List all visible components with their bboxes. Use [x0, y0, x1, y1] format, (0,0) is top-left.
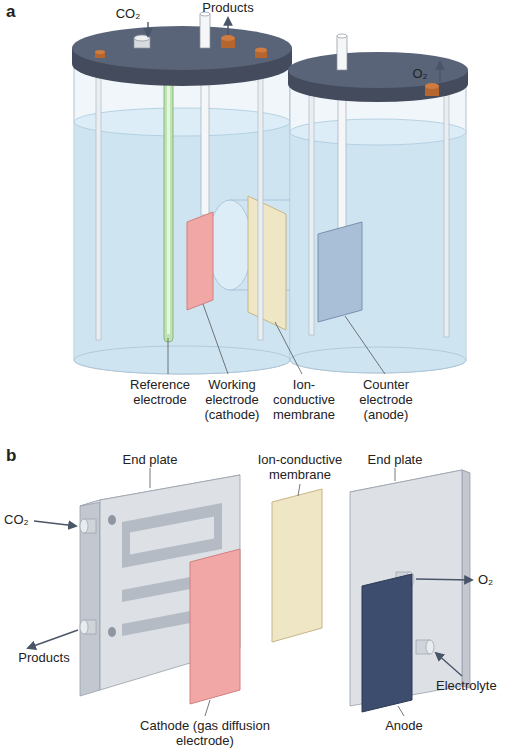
left-end-plate — [122, 530, 130, 564]
leader-line — [205, 700, 210, 716]
anode-plate — [362, 574, 412, 712]
leader-line — [168, 338, 169, 374]
left-cell — [74, 60, 290, 374]
flow-label: Products — [4, 650, 84, 665]
flow-arrow — [227, 18, 228, 35]
electrode-rods — [309, 70, 314, 335]
leader-line — [395, 468, 396, 481]
right-end-plate — [426, 640, 434, 654]
left-cell — [74, 346, 290, 374]
membrane-sheet — [272, 489, 322, 642]
part-label: Anode — [374, 718, 434, 733]
left-end-plate — [108, 627, 116, 637]
part-label: Reference electrode — [122, 377, 198, 407]
electrode-rods — [444, 72, 449, 337]
part-label: End plate — [105, 452, 195, 467]
lid-ports — [255, 48, 267, 53]
flow-arrow — [439, 62, 440, 82]
lid-ports — [200, 14, 210, 48]
left-end-plate — [80, 519, 88, 533]
lid-ports — [425, 83, 439, 89]
left-end-plate — [80, 620, 88, 634]
gas-diffusion-electrode — [190, 549, 240, 704]
right-cell — [290, 80, 466, 373]
left-cell — [74, 122, 290, 374]
working-electrode-plate — [187, 212, 213, 310]
leader-line — [275, 322, 302, 374]
left-end-plate — [122, 503, 222, 534]
leader-line — [168, 304, 385, 374]
flow-label: Products — [188, 0, 268, 15]
left-lid — [72, 26, 292, 70]
lid-ports — [337, 36, 347, 70]
part-label: Counter electrode (anode) — [351, 377, 421, 422]
counter-electrode-plate — [318, 222, 362, 322]
flow-label: CO₂ — [4, 512, 44, 527]
flow-arrow — [436, 653, 462, 676]
flow-arrow — [147, 22, 148, 36]
flow-arrow — [148, 18, 440, 82]
leader-line — [150, 468, 404, 716]
leader-line — [150, 468, 151, 488]
left-end-plate — [108, 515, 116, 525]
right-lid — [288, 52, 468, 88]
flow-label: Electrolyte — [436, 678, 518, 693]
right-cell — [290, 80, 466, 373]
part-label: Cathode (gas diffusion electrode) — [135, 718, 275, 748]
flow-label: CO₂ — [108, 6, 148, 21]
part-label: Working electrode (cathode) — [197, 377, 267, 422]
bridge-tube — [208, 200, 252, 290]
flow-label: O₂ — [402, 66, 438, 81]
right-end-plate — [462, 470, 470, 688]
membrane-sheet — [248, 196, 286, 330]
right-cell — [290, 132, 466, 373]
electrode-rods — [96, 55, 101, 340]
left-end-plate — [80, 500, 100, 696]
flow-arrow — [28, 630, 78, 648]
lid-ports — [221, 35, 235, 41]
lid-ports — [95, 12, 439, 96]
flow-arrow — [416, 579, 472, 580]
flow-arrow — [34, 521, 76, 526]
flow-arrow — [28, 521, 472, 676]
left-end-plate — [214, 508, 222, 546]
lid-ports — [95, 50, 105, 54]
right-lid — [288, 52, 468, 102]
leader-line — [298, 484, 300, 496]
part-label: Ion-conductive membrane — [268, 377, 340, 422]
right-cell — [290, 347, 466, 373]
leader-line — [398, 706, 404, 716]
left-cell — [74, 60, 290, 374]
flow-label: O₂ — [478, 572, 518, 587]
lid-ports — [337, 34, 347, 38]
leader-line — [203, 304, 228, 374]
electrode-rods — [258, 55, 263, 340]
panel-letter: a — [6, 2, 36, 22]
panel-letter: b — [6, 446, 36, 466]
left-lid — [72, 26, 292, 86]
leader-line — [345, 316, 385, 374]
right-cell — [290, 119, 466, 145]
left-cell — [74, 108, 290, 136]
part-label: Ion-conductive membrane — [250, 452, 350, 482]
part-label: End plate — [350, 452, 440, 467]
